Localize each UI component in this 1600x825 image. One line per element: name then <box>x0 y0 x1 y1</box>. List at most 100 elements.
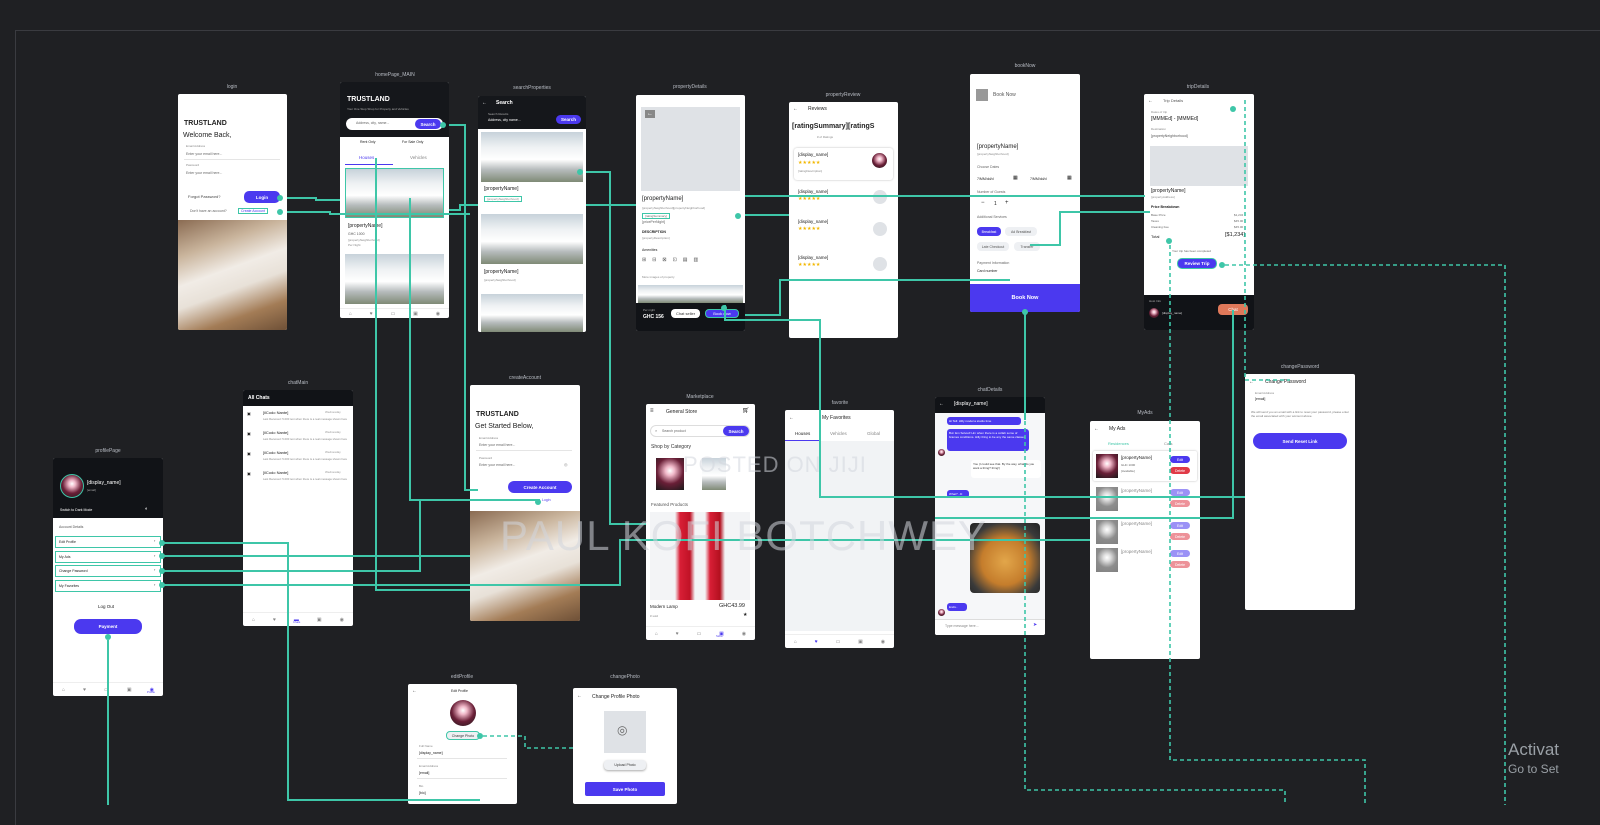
profile-icon[interactable]: ◉ <box>880 638 886 645</box>
chat-icon[interactable]: ▭ <box>390 310 396 317</box>
tab-vehicles[interactable]: Vehicles <box>830 431 847 436</box>
create-account-link[interactable]: Create Account <box>238 208 268 214</box>
delete-button[interactable]: Delete <box>1170 561 1190 568</box>
password-input[interactable]: Enter your email here... <box>186 171 223 175</box>
edit-button[interactable]: Edit <box>1170 522 1190 529</box>
ad-card-2[interactable]: [propertyName] Edit Delete <box>1093 484 1197 514</box>
from-date[interactable]: 7/MM/dd/d <box>977 177 994 181</box>
name-input[interactable]: [display_name] <box>419 751 443 755</box>
chat-seller-button[interactable]: Chat seller <box>671 309 700 318</box>
profile-icon[interactable]: ◉ <box>741 630 747 637</box>
back-arrow-icon[interactable] <box>976 89 988 101</box>
decrement-icon[interactable]: − <box>981 200 985 206</box>
screen-book-now[interactable]: Book Now [propertyName] [propertyNeighbo… <box>970 74 1080 312</box>
delete-button[interactable]: Delete <box>1170 500 1190 507</box>
chat-button[interactable]: Chat <box>1218 304 1248 315</box>
service-transfer[interactable]: Transfer <box>1014 242 1040 251</box>
for-sale-only-toggle[interactable]: For Sale Only <box>402 140 424 144</box>
chat-item-name[interactable]: [ilCodo Nante] <box>263 410 289 415</box>
store-icon[interactable]: ▣ <box>719 630 724 637</box>
chat-icon[interactable]: ▭ <box>835 638 841 645</box>
chat-item-icon[interactable]: ▣ <box>247 451 251 456</box>
ad-card-4[interactable]: [propertyName] Edit Delete <box>1093 545 1197 575</box>
screen-search[interactable]: ← Search Search Results Address, city na… <box>478 96 586 332</box>
search-button[interactable]: Search <box>723 426 749 436</box>
chat-item-name[interactable]: [ilCodo Nante] <box>263 470 289 475</box>
bottom-nav[interactable]: ⌂♥▭▣◉ <box>646 626 755 640</box>
star-icon[interactable]: ★ <box>743 612 748 618</box>
back-arrow-icon[interactable]: ← <box>412 688 417 694</box>
back-arrow-icon[interactable]: ← <box>645 110 655 118</box>
bottom-nav[interactable]: ⌂♥▭▣◉ <box>785 634 894 648</box>
more-images-strip[interactable] <box>638 285 743 303</box>
delete-button[interactable]: Delete <box>1170 467 1190 474</box>
rent-only-toggle[interactable]: Rent Only <box>360 140 376 144</box>
result-image-3[interactable] <box>481 294 583 332</box>
edit-button[interactable]: Edit <box>1170 489 1190 496</box>
back-arrow-icon[interactable]: ← <box>789 415 794 421</box>
send-reset-link-button[interactable]: Send Reset Link <box>1253 433 1347 449</box>
back-arrow-icon[interactable]: ← <box>482 100 487 106</box>
search-input[interactable]: Address, city, name... <box>356 121 390 125</box>
message-input[interactable]: Type message here... <box>945 624 979 628</box>
visibility-icon[interactable]: ◎ <box>564 462 568 467</box>
email-input[interactable]: Enter your email here... <box>479 443 516 447</box>
screen-property-review[interactable]: ← Reviews [ratingSummary][ratingS # of R… <box>789 102 898 338</box>
screen-edit-profile[interactable]: ← Edit Profile Change Photo Full Name [d… <box>408 684 517 804</box>
screen-login[interactable]: TRUSTLAND Welcome Back, Email Address En… <box>178 94 287 330</box>
property-card-image-2[interactable] <box>345 254 444 304</box>
profile-icon[interactable]: ◉ <box>435 310 441 317</box>
tab-residences[interactable]: Residences <box>1108 441 1129 446</box>
back-arrow-icon[interactable]: ← <box>1148 98 1153 104</box>
chat-icon[interactable]: ▭ <box>104 686 109 693</box>
screen-property-details[interactable]: ← [propertyName] [propertyNeighborhood][… <box>636 95 745 331</box>
bottom-nav[interactable]: ⌂♥▭▣◉ <box>340 308 449 318</box>
service-late-checkout[interactable]: Late Checkout <box>977 242 1009 251</box>
result-image-2[interactable] <box>481 214 583 264</box>
upload-photo-button[interactable]: Upload Photo <box>604 760 646 770</box>
profile-icon[interactable]: ◉ <box>149 686 154 693</box>
profile-icon[interactable]: ◉ <box>339 616 344 623</box>
forgot-password-link[interactable]: Forgot Password? <box>188 194 221 199</box>
book-now-button[interactable]: Book Now <box>970 284 1080 312</box>
tab-global[interactable]: Global <box>867 431 881 436</box>
heart-icon[interactable]: ♥ <box>675 630 679 637</box>
screen-change-password[interactable]: ← Change Password Email Address [email] … <box>1245 374 1355 610</box>
payment-button[interactable]: Payment <box>74 619 142 634</box>
password-input[interactable]: Enter your email here... <box>479 463 516 467</box>
property-card-image[interactable] <box>345 168 444 218</box>
email-input[interactable]: [email] <box>419 771 430 775</box>
screen-my-ads[interactable]: ← My Ads Residences Cars [propertyName] … <box>1090 421 1200 659</box>
delete-button[interactable]: Delete <box>1170 533 1190 540</box>
store-icon[interactable]: ▣ <box>316 616 322 623</box>
book-now-button[interactable]: Book now <box>705 309 739 318</box>
dark-mode-toggle[interactable]: ◐ <box>145 506 149 512</box>
calendar-icon[interactable]: ▦ <box>1067 175 1072 181</box>
service-breakfast[interactable]: Breakfast <box>977 227 1001 236</box>
search-input[interactable]: Search product <box>662 429 686 433</box>
store-icon[interactable]: ▣ <box>126 686 132 693</box>
email-input[interactable]: Enter your email here... <box>186 152 223 156</box>
photo-placeholder[interactable] <box>604 711 646 753</box>
home-icon[interactable]: ⌂ <box>793 638 797 645</box>
edit-button[interactable]: Edit <box>1170 550 1190 557</box>
avatar[interactable] <box>60 474 84 498</box>
tab-vehicles[interactable]: Vehicles <box>410 155 427 160</box>
screen-home[interactable]: TRUSTLAND Your One Stop Shop for Propert… <box>340 82 449 318</box>
to-date[interactable]: 7/MM/dd/d <box>1030 177 1047 181</box>
heart-icon[interactable]: ♥ <box>83 686 87 693</box>
heart-icon[interactable]: ♥ <box>272 616 276 623</box>
menu-icon[interactable]: ≡ <box>650 408 654 414</box>
service-ad-breakfast[interactable]: Ad Breakfast <box>1005 227 1037 236</box>
send-icon[interactable]: ➤ <box>1033 622 1038 628</box>
tab-houses[interactable]: Houses <box>795 431 811 436</box>
screen-chat-main[interactable]: All Chats ▣ [ilCodo Nante] Wednesday Las… <box>243 390 353 626</box>
chat-item-name[interactable]: [ilCodo Nante] <box>263 430 289 435</box>
back-arrow-icon[interactable]: ← <box>793 106 798 112</box>
store-icon[interactable]: ▣ <box>413 310 418 317</box>
category-image[interactable] <box>656 458 684 490</box>
heart-icon[interactable]: ♥ <box>814 638 818 645</box>
login-button[interactable]: Login <box>244 191 280 203</box>
screen-profile[interactable]: [display_name] [email] Switch to Dark Mo… <box>53 458 163 696</box>
search-input[interactable]: Address, city name... <box>488 118 521 122</box>
